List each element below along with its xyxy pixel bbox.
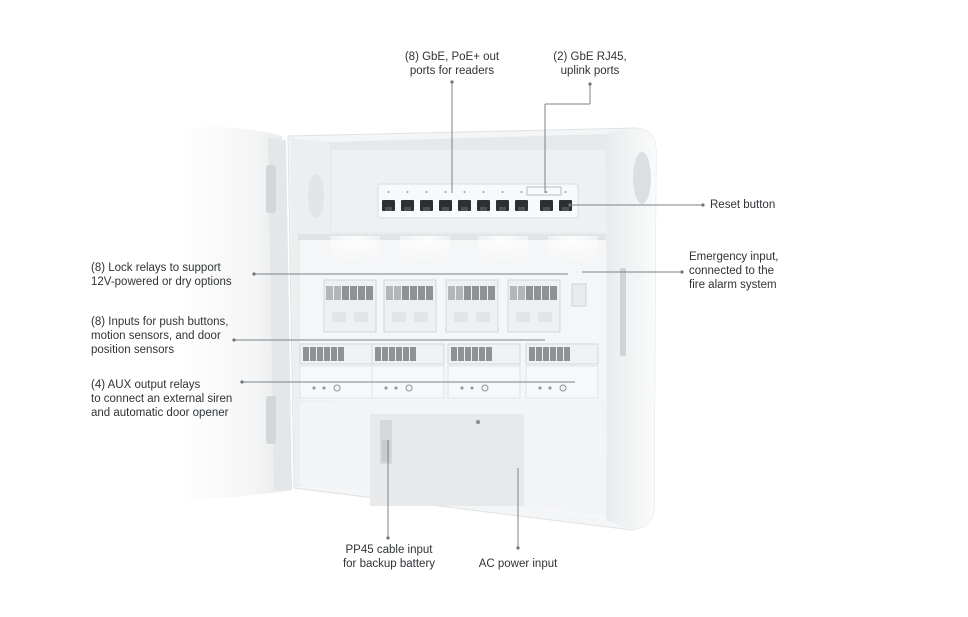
callout-pp45-input: PP45 cable input for backup battery [330, 543, 448, 571]
reset-button[interactable] [568, 203, 571, 206]
input-terminal-group [300, 344, 372, 364]
lock-relay-group [384, 280, 436, 332]
callout-reset-button: Reset button [710, 198, 775, 212]
input-terminal-blocks [300, 344, 598, 364]
callout-poe-ports: (8) GbE, PoE+ out ports for readers [393, 50, 511, 78]
switch-bay [332, 150, 606, 232]
emergency-input-terminal [572, 284, 586, 306]
callout-ac-power: AC power input [468, 557, 568, 571]
power-bay [300, 402, 606, 515]
door-hinge-top [266, 165, 276, 213]
relay-bay [298, 234, 606, 405]
enclosure-door [180, 127, 292, 500]
input-terminal-group [526, 344, 598, 364]
door-hinge-bottom [266, 396, 276, 444]
callout-uplink-ports: (2) GbE RJ45, uplink ports [544, 50, 636, 78]
callout-emergency-input: Emergency input, connected to the fire a… [689, 250, 779, 292]
callout-aux-relays: (4) AUX output relays to connect an exte… [91, 378, 232, 420]
callout-lock-relays: (8) Lock relays to support 12V-powered o… [91, 261, 232, 289]
lock-relay-group [324, 280, 376, 332]
lock-relay-group [446, 280, 498, 332]
callout-inputs: (8) Inputs for push buttons, motion sens… [91, 315, 228, 357]
lock-relay-group [508, 280, 560, 332]
pp45-port [382, 440, 390, 462]
input-terminal-group [372, 344, 444, 364]
cable-knockout [633, 152, 651, 204]
input-terminal-group [448, 344, 520, 364]
